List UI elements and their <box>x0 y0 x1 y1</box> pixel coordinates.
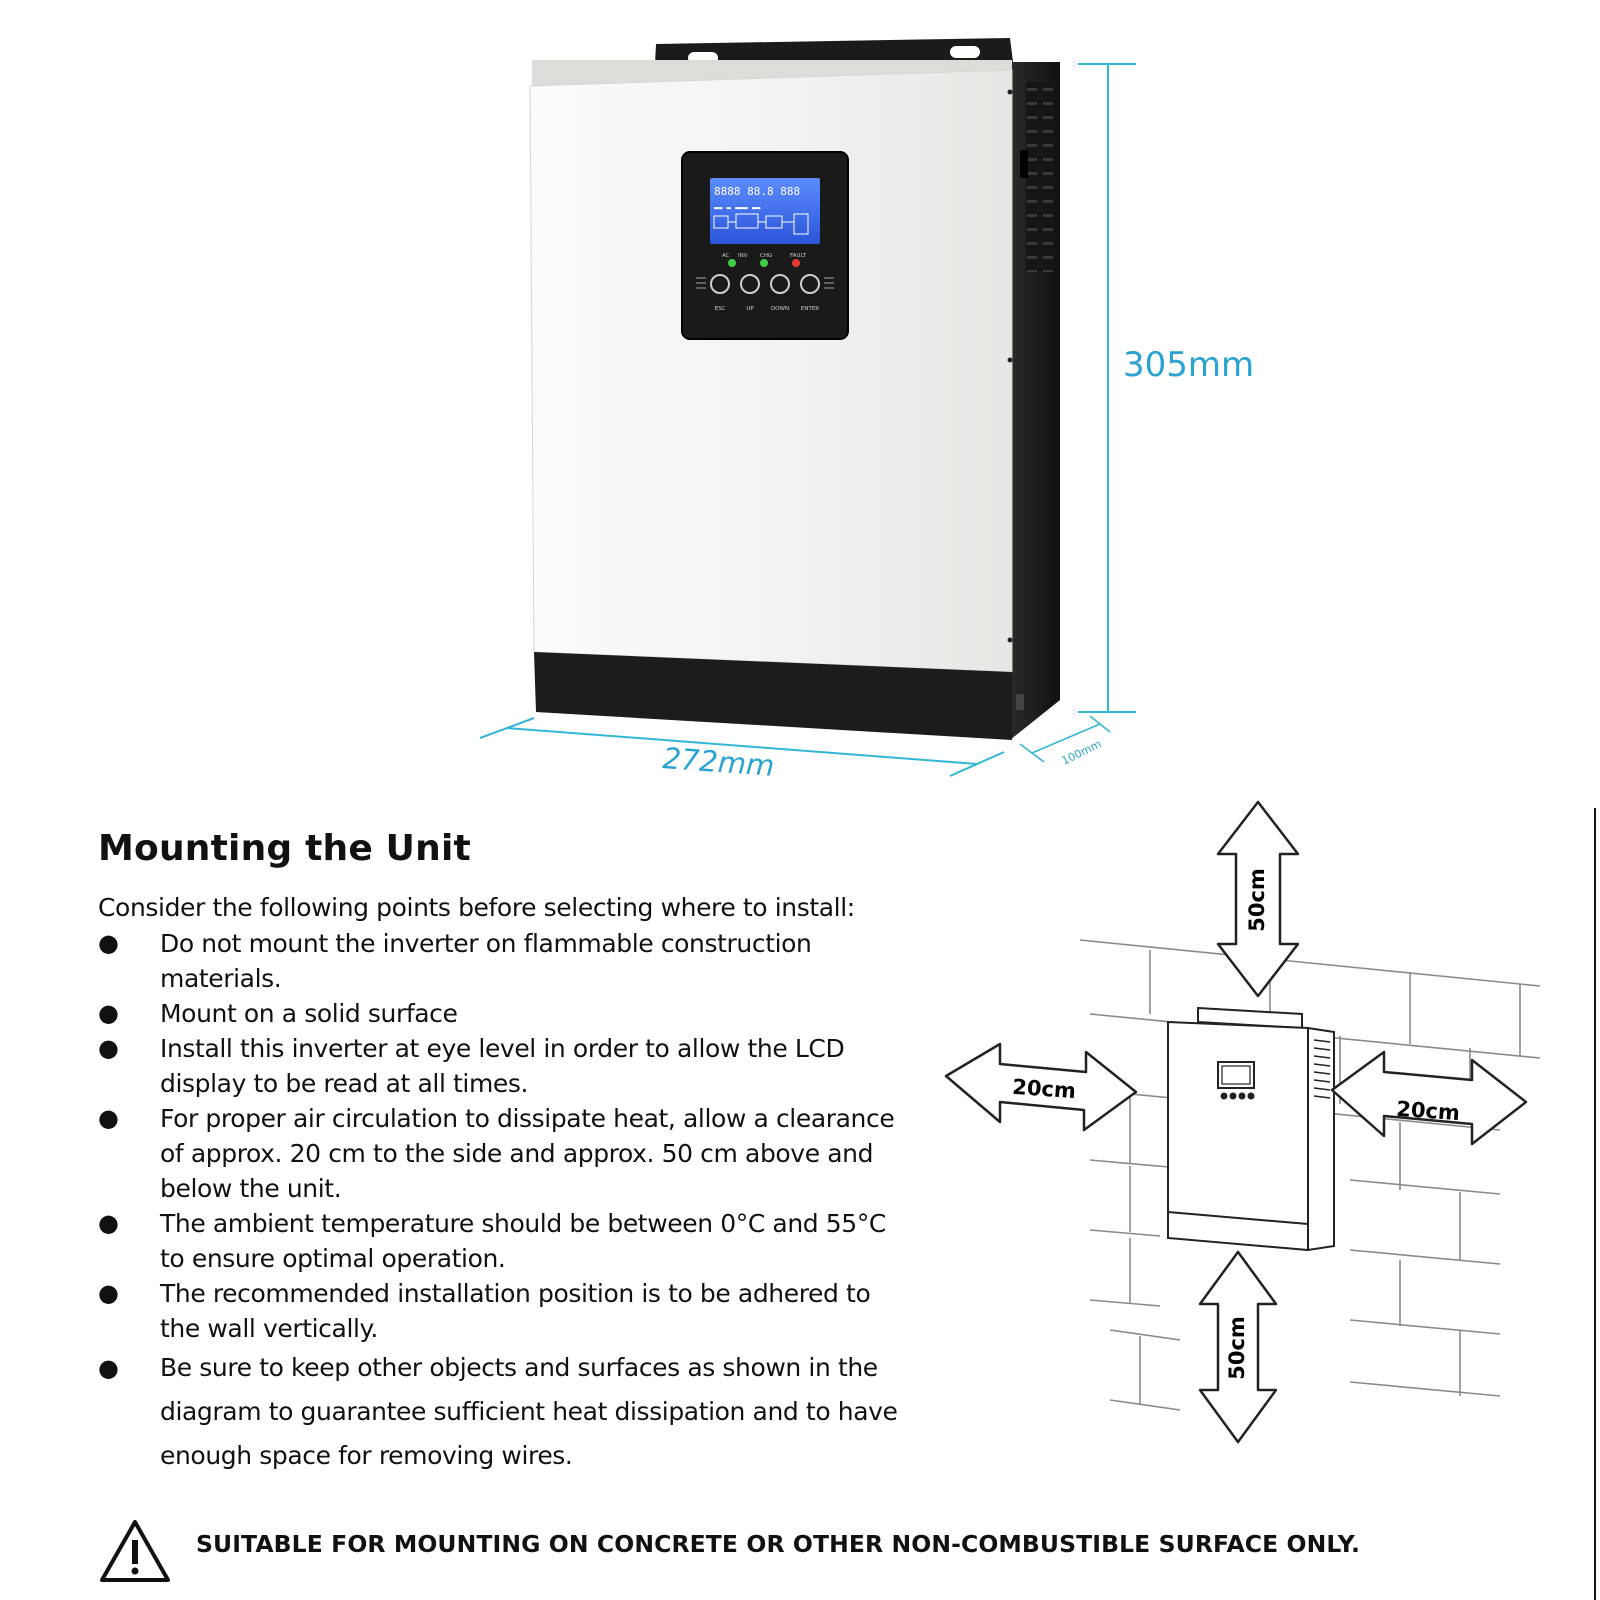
svg-text:DOWN: DOWN <box>771 306 789 312</box>
list-item: ● Install this inverter at eye level in … <box>98 1031 938 1101</box>
divider-line <box>1594 808 1596 1600</box>
width-label: 272mm <box>662 741 776 783</box>
svg-text:AC: AC <box>722 253 730 259</box>
bottom-clearance-label: 50cm <box>1225 1316 1249 1380</box>
list-item: ● Do not mount the inverter on flammable… <box>98 926 938 996</box>
intro-text: Consider the following points before sel… <box>98 893 855 922</box>
led-chg <box>760 259 768 267</box>
down-button <box>770 274 790 294</box>
inverter-side-body <box>532 60 1060 740</box>
svg-text:FAULT: FAULT <box>790 253 807 259</box>
bullet-icon: ● <box>98 1034 119 1062</box>
warning-text: SUITABLE FOR MOUNTING ON CONCRETE OR OTH… <box>196 1530 1361 1558</box>
bottom-clearance-arrow: 50cm <box>1198 1250 1278 1444</box>
warning-banner: SUITABLE FOR MOUNTING ON CONCRETE OR OTH… <box>98 1518 1578 1588</box>
svg-text:INV: INV <box>738 253 748 259</box>
warning-triangle-icon <box>100 1520 170 1582</box>
list-item: ● The ambient temperature should be betw… <box>98 1206 938 1276</box>
bullet-icon: ● <box>98 929 119 957</box>
inverter-dimension-drawing: 8888 88.8 888 ▬▬ ▬ ▬▬▬ ▬▬ AC INV CHG FAU… <box>479 38 1254 783</box>
bullet-icon: ● <box>98 1104 119 1132</box>
list-item: ● For proper air circulation to dissipat… <box>98 1101 938 1206</box>
up-button <box>740 274 760 294</box>
section-title: Mounting the Unit <box>98 828 471 869</box>
right-clearance-arrow: 20cm <box>1330 1050 1528 1146</box>
list-item: ● Mount on a solid surface <box>98 996 938 1031</box>
bullet-icon: ● <box>98 1354 119 1382</box>
mini-inverter <box>1167 1006 1335 1252</box>
left-clearance-label: 20cm <box>1012 1075 1077 1103</box>
height-dimension <box>1078 63 1136 713</box>
depth-dimension <box>1019 715 1111 763</box>
depth-label: 100mm <box>1060 737 1104 767</box>
esc-button <box>710 274 730 294</box>
clearance-diagram: 50cm 50cm 20cm 20cm <box>944 800 1541 1444</box>
top-clearance-arrow: 50cm <box>1216 800 1300 998</box>
height-label: 305mm <box>1123 345 1254 385</box>
led-fault <box>792 259 800 267</box>
mounting-points-list: ● Do not mount the inverter on flammable… <box>98 926 938 1478</box>
bullet-icon: ● <box>98 1279 119 1307</box>
svg-text:ENTER: ENTER <box>801 306 819 312</box>
right-clearance-label: 20cm <box>1396 1097 1461 1125</box>
inverter-front <box>529 69 1024 740</box>
svg-text:UP: UP <box>746 306 754 312</box>
top-clearance-label: 50cm <box>1245 868 1269 932</box>
enter-button <box>800 274 820 294</box>
svg-text:ESC: ESC <box>715 306 726 312</box>
svg-text:▬▬ ▬ ▬▬▬ ▬▬: ▬▬ ▬ ▬▬▬ ▬▬ <box>714 204 761 212</box>
list-item: ● Be sure to keep other objects and surf… <box>98 1346 938 1478</box>
bullet-icon: ● <box>98 999 119 1027</box>
svg-text:CHG: CHG <box>760 253 772 259</box>
list-item: ● The recommended installation position … <box>98 1276 938 1346</box>
width-dimension <box>479 717 1005 777</box>
left-clearance-arrow: 20cm <box>944 1042 1138 1132</box>
led-ac-inv <box>728 259 736 267</box>
svg-text:8888 88.8 888: 8888 88.8 888 <box>714 185 800 198</box>
control-panel: 8888 88.8 888 ▬▬ ▬ ▬▬▬ ▬▬ AC INV CHG FAU… <box>681 151 849 340</box>
bullet-icon: ● <box>98 1209 119 1237</box>
